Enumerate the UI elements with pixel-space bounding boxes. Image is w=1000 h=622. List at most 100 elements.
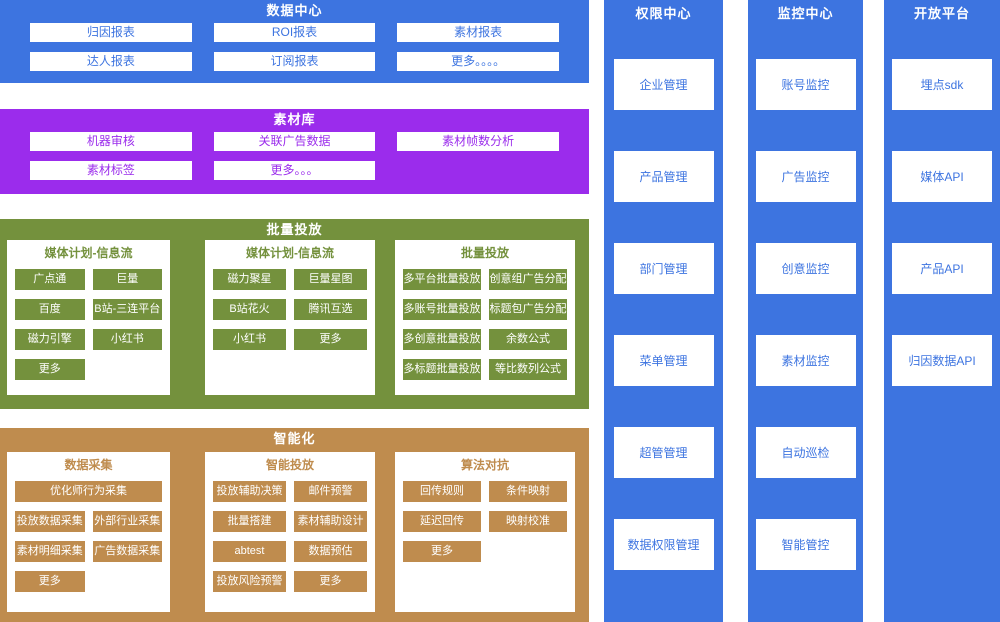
module-card[interactable]: 账号监控 [755, 59, 856, 110]
report-button[interactable]: 达人报表 [30, 52, 192, 71]
module-card[interactable]: 埋点sdk [892, 59, 992, 110]
column-monitoring-center: 监控中心 账号监控广告监控创意监控素材监控自动巡检智能管控 [748, 0, 863, 622]
module-card[interactable]: 产品API [892, 243, 992, 294]
panel-data-collection: 数据采集优化师行为采集投放数据采集外部行业采集素材明细采集广告数据采集更多 [7, 452, 170, 612]
chip-button[interactable]: 更多 [15, 571, 85, 592]
column-open-platform: 开放平台 埋点sdk 媒体API 产品API 归因数据API [884, 0, 1000, 622]
module-card[interactable]: 部门管理 [613, 243, 714, 294]
column-permission-center: 权限中心 企业管理产品管理部门管理菜单管理超管管理数据权限管理 [604, 0, 723, 622]
chip-button[interactable]: 素材辅助设计 [294, 511, 367, 532]
chip-button[interactable]: 巨量 [92, 269, 162, 290]
chip-button[interactable]: 磁力聚星 [213, 269, 286, 290]
chip-button[interactable]: 外部行业采集 [92, 511, 162, 532]
panel-row: 回传规则条件映射 [395, 481, 575, 502]
chip-button[interactable]: 映射校准 [489, 511, 567, 532]
chip-button[interactable]: 余数公式 [489, 329, 567, 350]
chip-button[interactable]: 百度 [15, 299, 85, 320]
panel-batch-delivery-tools: 批量投放多平台批量投放创意组广告分配多账号批量投放标题包广告分配多创意批量投放余… [395, 240, 575, 395]
panel-row: 投放数据采集外部行业采集 [7, 511, 170, 532]
chip-button[interactable]: 更多 [403, 541, 481, 562]
chip-button[interactable]: 腾讯互选 [294, 299, 367, 320]
panel-row: 优化师行为采集 [7, 481, 170, 502]
module-card[interactable]: 智能管控 [755, 519, 856, 570]
module-card[interactable]: 素材监控 [755, 335, 856, 386]
chip-button[interactable]: 巨量星图 [294, 269, 367, 290]
band-title-batch-delivery: 批量投放 [266, 222, 323, 237]
panel-row: 多标题批量投放等比数列公式 [395, 359, 575, 380]
panel-title: 批量投放 [460, 246, 509, 260]
chip-button[interactable]: 邮件预警 [294, 481, 367, 502]
material-button[interactable]: 机器审核 [30, 132, 192, 151]
panel-row: 小红书更多 [205, 329, 375, 350]
panel-title: 算法对抗 [460, 458, 509, 472]
chip-button[interactable]: 素材明细采集 [15, 541, 85, 562]
chip-button[interactable]: 多创意批量投放 [403, 329, 481, 350]
chip-button[interactable]: 等比数列公式 [489, 359, 567, 380]
module-card[interactable]: 归因数据API [892, 335, 992, 386]
panel-row: 更多 [395, 541, 575, 562]
panel-row: 多平台批量投放创意组广告分配 [395, 269, 575, 290]
chip-button[interactable]: 多标题批量投放 [403, 359, 481, 380]
panel-title: 媒体计划-信息流 [44, 246, 133, 260]
module-card[interactable]: 数据权限管理 [613, 519, 714, 570]
material-button[interactable]: 素材标签 [30, 161, 192, 180]
module-card[interactable]: 超管管理 [613, 427, 714, 478]
chip-button[interactable]: 更多 [294, 329, 367, 350]
module-card[interactable]: 自动巡检 [755, 427, 856, 478]
report-button[interactable]: 归因报表 [30, 23, 192, 42]
chip-button[interactable]: 批量搭建 [213, 511, 286, 532]
panel-row: 投放风险预警更多 [205, 571, 375, 592]
chip-button[interactable]: 广点通 [15, 269, 85, 290]
panel-row: 百度 B站-三连平台 [7, 299, 170, 320]
report-button[interactable]: 素材报表 [397, 23, 559, 42]
chip-button[interactable]: 数据预估 [294, 541, 367, 562]
panel-row: 素材明细采集广告数据采集 [7, 541, 170, 562]
panel-row: 更多 [7, 571, 170, 592]
chip-button[interactable]: B站-三连平台 [92, 299, 162, 320]
chip-button[interactable]: 更多 [15, 359, 85, 380]
chip-button[interactable]: 投放辅助决策 [213, 481, 286, 502]
chip-button[interactable]: 创意组广告分配 [489, 269, 567, 290]
module-card[interactable]: 菜单管理 [613, 335, 714, 386]
open-platform-cards: 埋点sdk 媒体API 产品API 归因数据API [884, 59, 1000, 386]
material-button[interactable]: 更多。。。 [213, 161, 376, 180]
chip-button[interactable]: 延迟回传 [403, 511, 481, 532]
chip-button[interactable]: 磁力引擎 [15, 329, 85, 350]
column-title-open-platform: 开放平台 [913, 6, 970, 21]
chip-button[interactable]: 多账号批量投放 [403, 299, 481, 320]
module-card[interactable]: 广告监控 [755, 151, 856, 202]
module-card[interactable]: 产品管理 [613, 151, 714, 202]
band-intelligence: 智能化 数据采集优化师行为采集投放数据采集外部行业采集素材明细采集广告数据采集更… [0, 428, 589, 622]
chip-button[interactable]: 标题包广告分配 [489, 299, 567, 320]
chip-button[interactable]: abtest [213, 541, 286, 562]
material-button[interactable]: 素材帧数分析 [397, 132, 559, 151]
material-button[interactable]: 关联广告数据 [213, 132, 376, 151]
chip-button[interactable]: 广告数据采集 [92, 541, 162, 562]
report-button[interactable]: 更多。。。。 [397, 52, 559, 71]
chip-button[interactable]: 投放风险预警 [213, 571, 286, 592]
report-button[interactable]: ROI报表 [213, 23, 376, 42]
chip-button[interactable]: 条件映射 [489, 481, 567, 502]
module-card[interactable]: 创意监控 [755, 243, 856, 294]
band-title-material-library: 素材库 [273, 112, 316, 127]
chip-button[interactable]: B站花火 [213, 299, 286, 320]
panel-row: 广点通巨量 [7, 269, 170, 290]
module-card[interactable]: 企业管理 [613, 59, 714, 110]
band-title-intelligence: 智能化 [273, 431, 316, 446]
chip-button[interactable]: 多平台批量投放 [403, 269, 481, 290]
chip-button[interactable]: 投放数据采集 [15, 511, 85, 532]
chip-button[interactable]: 优化师行为采集 [15, 481, 162, 502]
report-button[interactable]: 订阅报表 [213, 52, 376, 71]
column-title-permission-center: 权限中心 [635, 6, 692, 21]
chip-button[interactable]: 小红书 [213, 329, 286, 350]
panel-title: 智能投放 [265, 458, 314, 472]
module-card[interactable]: 媒体API [892, 151, 992, 202]
chip-button[interactable]: 小红书 [92, 329, 162, 350]
chip-button[interactable]: 更多 [294, 571, 367, 592]
panel-row: 多账号批量投放标题包广告分配 [395, 299, 575, 320]
chip-button[interactable]: 回传规则 [403, 481, 481, 502]
